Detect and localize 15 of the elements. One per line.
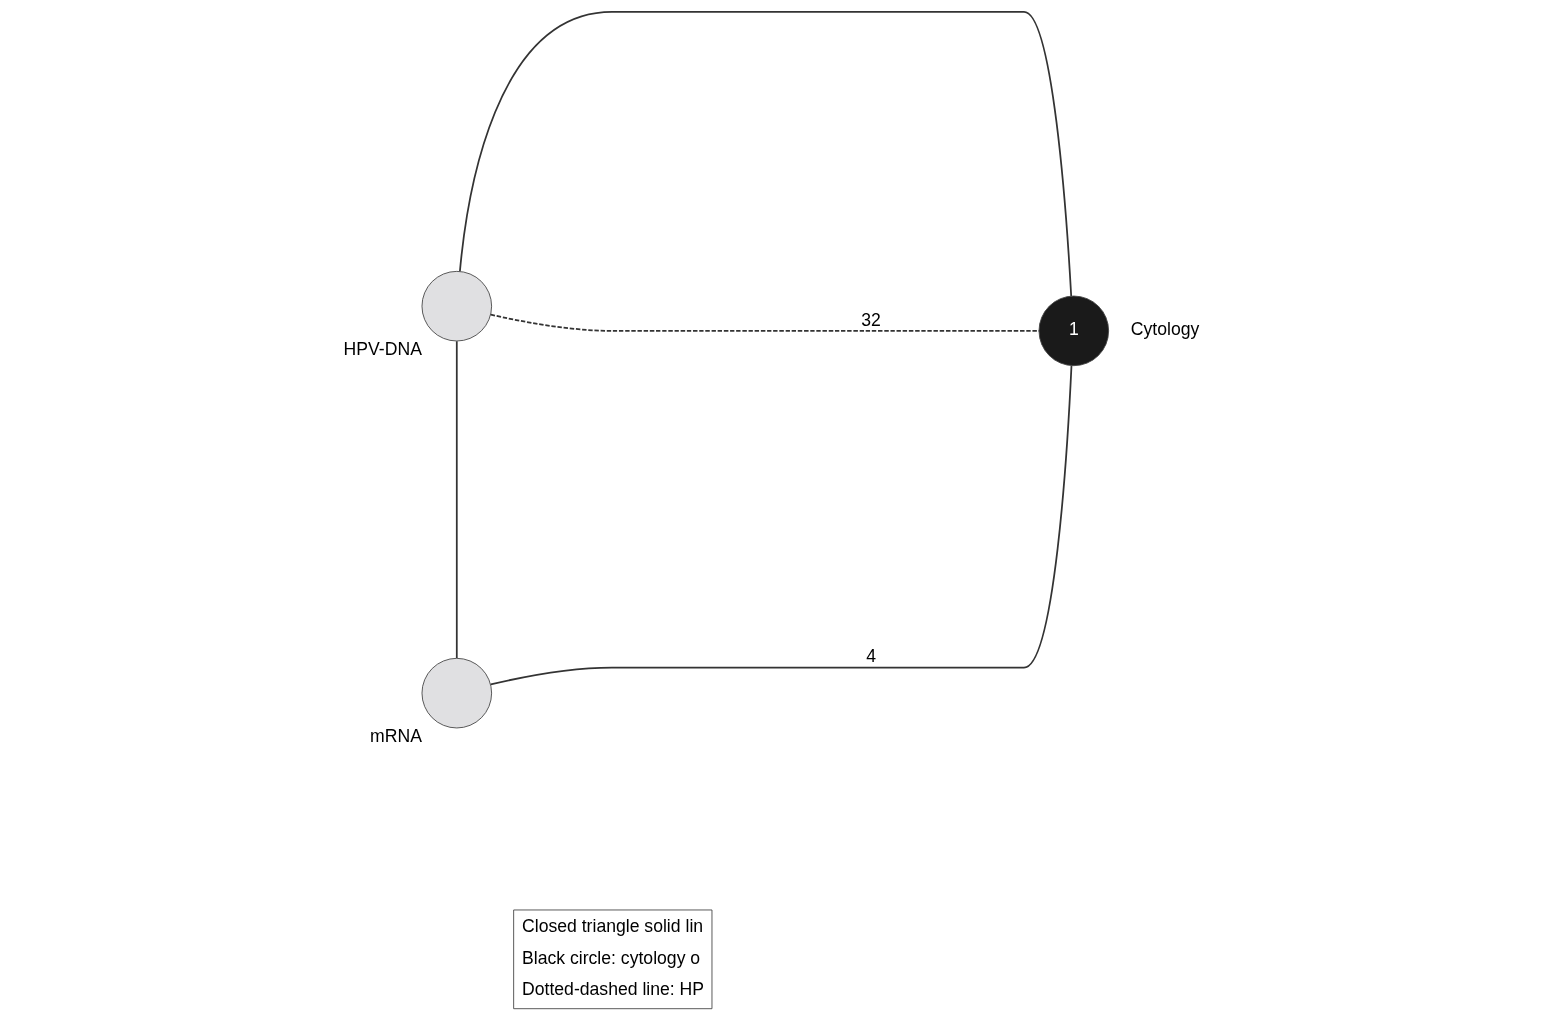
node-circle (421, 270, 493, 342)
edge-label: 32 (861, 309, 881, 330)
node-label: Cytology (1130, 319, 1200, 340)
node-circle: 1 (1038, 295, 1110, 367)
node-label: HPV-DNA (343, 339, 422, 360)
label: Dotted-dashed line: HP (522, 979, 705, 1000)
edge-label: 4 (866, 646, 876, 667)
node-label: mRNA (370, 726, 422, 747)
connector (489, 313, 1040, 332)
node-circle (421, 657, 493, 729)
label: Closed triangle solid lin (522, 916, 704, 937)
connector (455, 340, 458, 659)
connector (489, 364, 1073, 686)
label: Black circle: cytology o (522, 947, 701, 968)
connector (459, 10, 1073, 297)
